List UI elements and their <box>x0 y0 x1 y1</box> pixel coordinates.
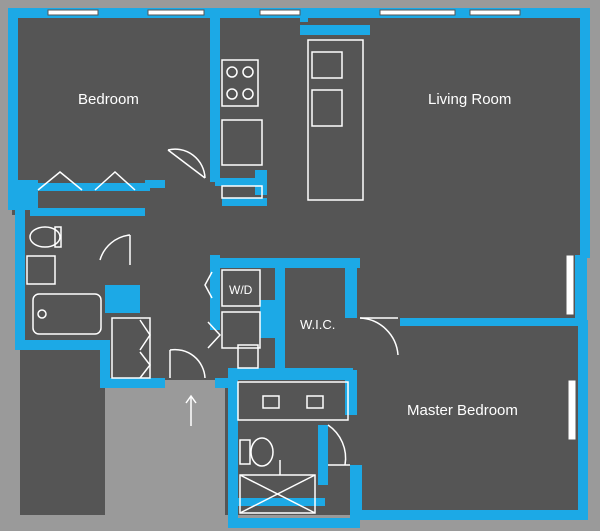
room-label-bedroom: Bedroom <box>78 91 139 108</box>
room-label-wic: W.I.C. <box>300 317 335 332</box>
room-label-master-bedroom: Master Bedroom <box>407 402 518 419</box>
outside-gap-bottom <box>105 380 225 531</box>
arrow-up-icon <box>185 394 197 426</box>
room-label-wd: W/D <box>229 283 253 297</box>
room-label-living-room: Living Room <box>428 91 511 108</box>
windows <box>47 9 577 441</box>
fixtures <box>26 39 399 514</box>
walls <box>8 8 590 528</box>
